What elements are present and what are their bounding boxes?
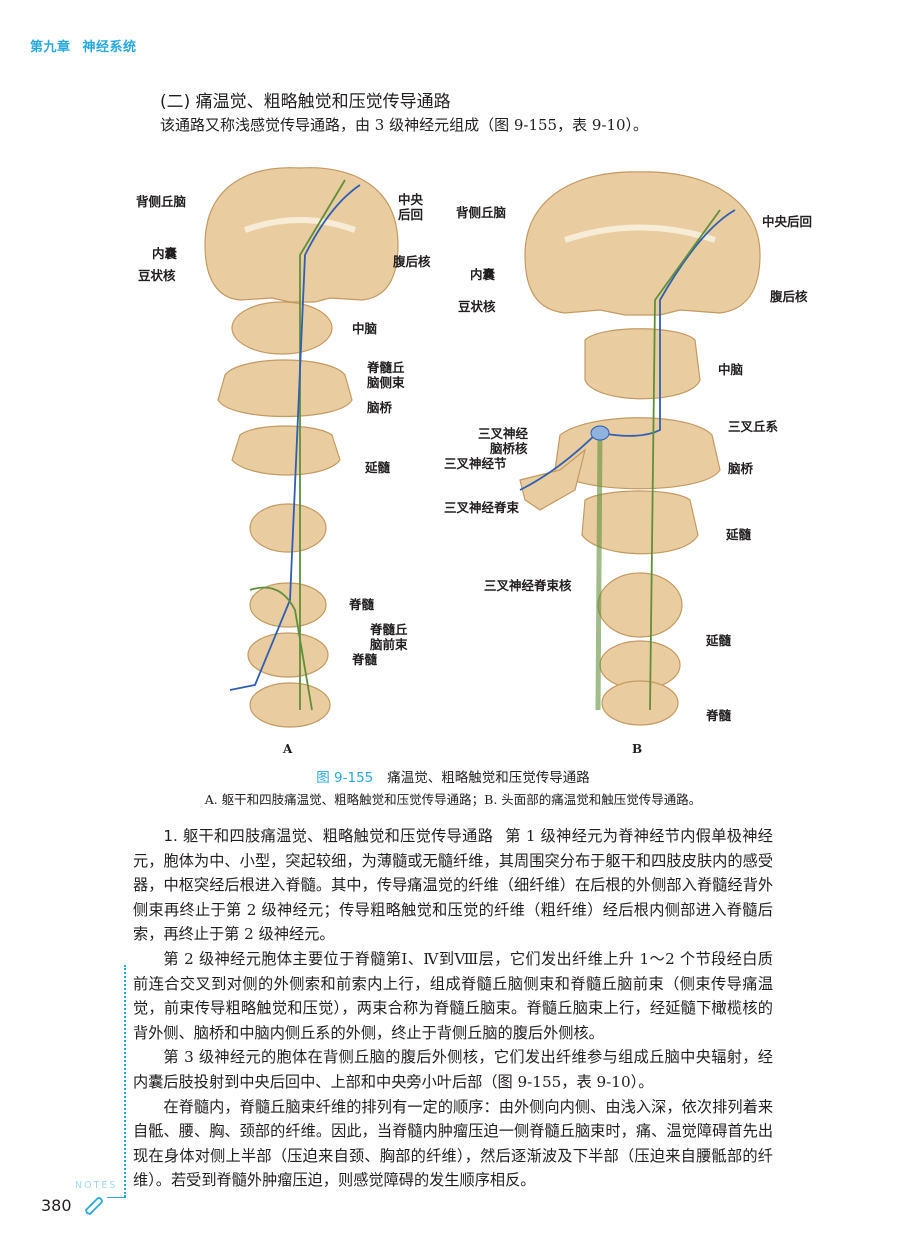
paragraph-4: 在脊髓内，脊髓丘脑束纤维的排列有一定的顺序：由外侧向内侧、由浅入深，依次排列着来… xyxy=(133,1097,773,1190)
panel-letter-b: B xyxy=(632,742,643,756)
label-lentiform-a: 豆状核 xyxy=(138,268,176,283)
pons-b xyxy=(554,417,721,490)
midbrain-b xyxy=(584,328,701,400)
figure-title: 痛温觉、粗略触觉和压觉传导通路 xyxy=(387,770,590,786)
label-spinal-b: 脊髓 xyxy=(706,708,732,723)
label-medulla-b2: 延髓 xyxy=(706,633,732,648)
subsection-heading: 1. 躯干和四肢痛温觉、粗略触觉和压觉传导通路 xyxy=(163,827,494,845)
label-trigeminal-lemniscus: 三叉丘系 xyxy=(728,419,779,434)
spinothalamic-tract-a xyxy=(299,179,346,710)
label-midbrain-a: 中脑 xyxy=(352,321,378,336)
label-spinal-a2: 脊髓 xyxy=(352,652,378,667)
spinal-a4 xyxy=(249,682,331,728)
figure-subcaption: A. 躯干和四肢痛温觉、粗略触觉和压觉传导通路；B. 头面部的痛温觉和触压觉传导… xyxy=(204,792,702,807)
label-pons-a: 脑桥 xyxy=(367,400,393,415)
label-trigeminal-pontine-1: 三叉神经 xyxy=(478,426,529,441)
label-lateral-spinothalamic-2: 脑侧束 xyxy=(367,375,405,390)
body-text: 1. 躯干和四肢痛温觉、粗略触觉和压觉传导通路第 1 级神经元为脊神经节内假单极… xyxy=(133,824,773,1193)
trigeminal-ganglion xyxy=(519,448,587,511)
spinal-trigeminal-b xyxy=(595,429,603,711)
label-dorsal-thalamus-a: 背侧丘脑 xyxy=(136,194,187,209)
medulla-b xyxy=(581,490,699,555)
label-spinal-a1: 脊髓 xyxy=(349,597,375,612)
spinal-b3 xyxy=(601,680,679,726)
tract-b-green xyxy=(649,209,721,711)
paragraph-1-text: 第 1 级神经元为脊神经节内假单极神经元，胞体为中、小型，突起较细，为薄髓或无髓… xyxy=(133,827,773,944)
section-intro: 该通路又称浅感觉传导通路，由 3 级神经元组成（图 9-155，表 9-10）。 xyxy=(160,116,649,134)
pathway-illustration xyxy=(204,167,761,728)
label-pons-b: 脑桥 xyxy=(728,461,754,476)
label-spinal-trigeminal-nucleus: 三叉神经脊束核 xyxy=(484,578,572,593)
notes-margin-line xyxy=(124,965,126,1197)
page-number: 380 xyxy=(41,1196,72,1215)
chapter-number: 第九章 xyxy=(30,40,71,55)
label-internal-capsule-a: 内囊 xyxy=(152,246,178,261)
running-header: 第九章神经系统 xyxy=(30,36,137,55)
label-lateral-spinothalamic-1: 脊髓丘 xyxy=(367,360,405,375)
label-midbrain-b: 中脑 xyxy=(718,362,744,377)
paragraph-2: 第 2 级神经元胞体主要位于脊髓第Ⅰ、Ⅳ到Ⅷ层，它们发出纤维上升 1～2 个节段… xyxy=(133,949,773,1042)
spinal-a1 xyxy=(249,503,327,553)
label-anterior-spinothalamic-2: 脑前束 xyxy=(370,637,408,652)
label-lentiform-b: 豆状核 xyxy=(458,299,496,314)
brain-section-a xyxy=(204,167,399,303)
figure-9-155: 背侧丘脑 内囊 豆状核 中央 后回 腹后核 中脑 脊髓丘 脑侧束 脑桥 延髓 脊… xyxy=(0,150,906,770)
spinal-b1 xyxy=(597,572,683,638)
notes-divider xyxy=(107,1197,126,1198)
notes-label: NOTES xyxy=(75,1180,118,1191)
fiber-a-blue xyxy=(229,184,361,691)
fiber-a-green2 xyxy=(249,586,313,711)
label-vp-nucleus-a: 腹后核 xyxy=(393,254,431,269)
label-vp-nucleus-b: 腹后核 xyxy=(770,289,808,304)
pons-a xyxy=(217,359,353,418)
figure-number: 图 9-155 xyxy=(316,770,374,786)
chapter-title: 神经系统 xyxy=(82,40,137,55)
label-trigeminal-pontine-2: 脑桥核 xyxy=(490,441,528,456)
midbrain-a xyxy=(231,301,333,355)
section-title: (二) 痛温觉、粗略触觉和压觉传导通路 xyxy=(160,92,451,112)
brain-section-b xyxy=(524,171,761,316)
spinal-a3 xyxy=(247,632,329,678)
label-postcentral-b: 中央后回 xyxy=(762,214,813,229)
label-postcentral-a1: 中央 xyxy=(398,192,424,207)
figure-caption: 图 9-155 痛温觉、粗略触觉和压觉传导通路 xyxy=(0,766,906,786)
label-postcentral-a2: 后回 xyxy=(398,207,424,222)
pen-icon xyxy=(84,1197,103,1216)
label-trigeminal-ganglion: 三叉神经节 xyxy=(444,456,507,471)
label-spinal-trigeminal-tract: 三叉神经脊束 xyxy=(444,500,520,515)
trigeminal-lemniscus-b xyxy=(599,209,736,437)
label-anterior-spinothalamic-1: 脊髓丘 xyxy=(370,622,408,637)
paragraph-3: 第 3 级神经元的胞体在背侧丘脑的腹后外侧核，它们发出纤维参与组成丘脑中央辐射，… xyxy=(133,1048,773,1091)
label-dorsal-thalamus-b: 背侧丘脑 xyxy=(456,205,507,220)
label-medulla-a: 延髓 xyxy=(365,460,391,475)
label-internal-capsule-b: 内囊 xyxy=(470,267,496,282)
paragraph-1: 1. 躯干和四肢痛温觉、粗略触觉和压觉传导通路第 1 级神经元为脊神经节内假单极… xyxy=(133,824,773,947)
panel-letter-a: A xyxy=(283,742,293,756)
medulla-a xyxy=(231,425,341,476)
label-medulla-b1: 延髓 xyxy=(726,527,752,542)
ganglion-fibers xyxy=(519,429,601,491)
